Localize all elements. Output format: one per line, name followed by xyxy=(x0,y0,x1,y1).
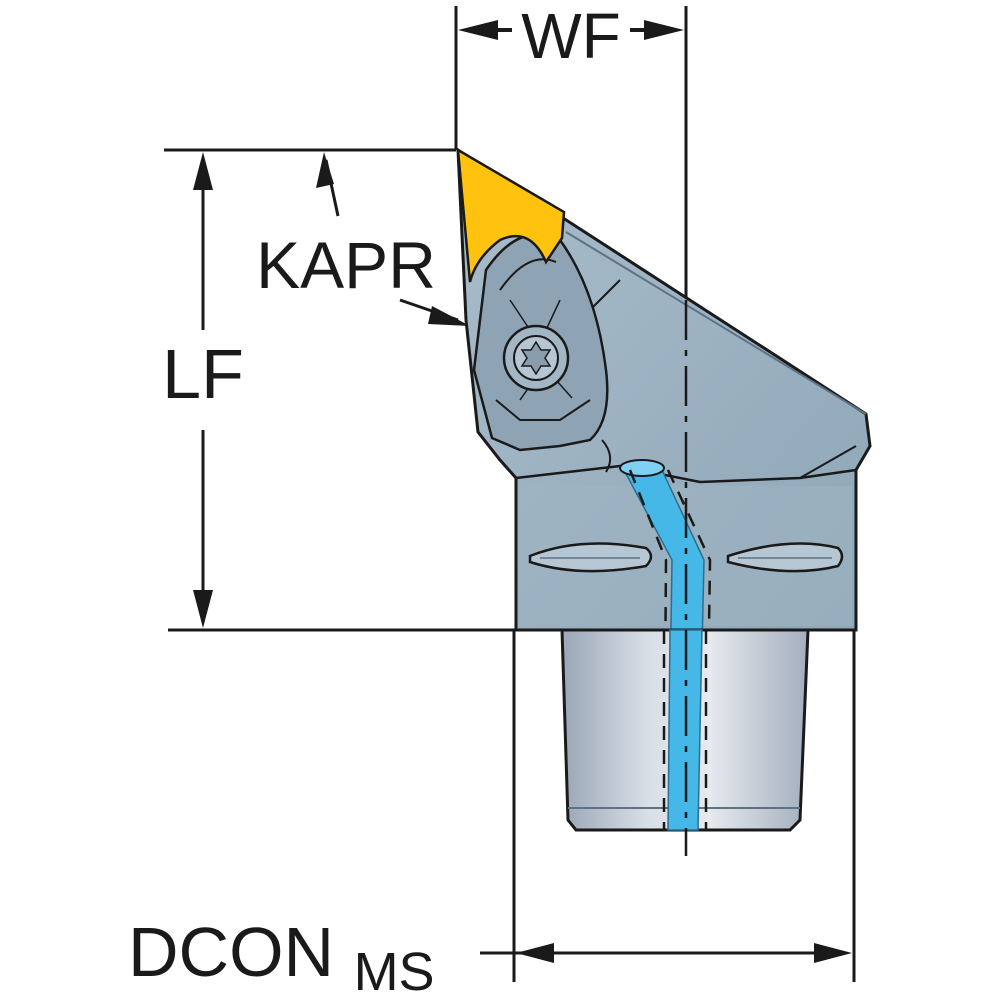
label-kapr: KAPR xyxy=(256,228,436,302)
arrowheads xyxy=(193,20,852,963)
label-lf: LF xyxy=(162,335,244,413)
label-wf: WF xyxy=(521,0,621,72)
body-slots xyxy=(528,542,844,573)
cutting-insert xyxy=(456,147,566,283)
label-dcon-main: DCON xyxy=(128,913,334,991)
label-dcon-sub: MS xyxy=(354,942,435,1000)
torx-icon xyxy=(520,340,552,376)
label-dcon: DCON MS xyxy=(128,913,435,1000)
